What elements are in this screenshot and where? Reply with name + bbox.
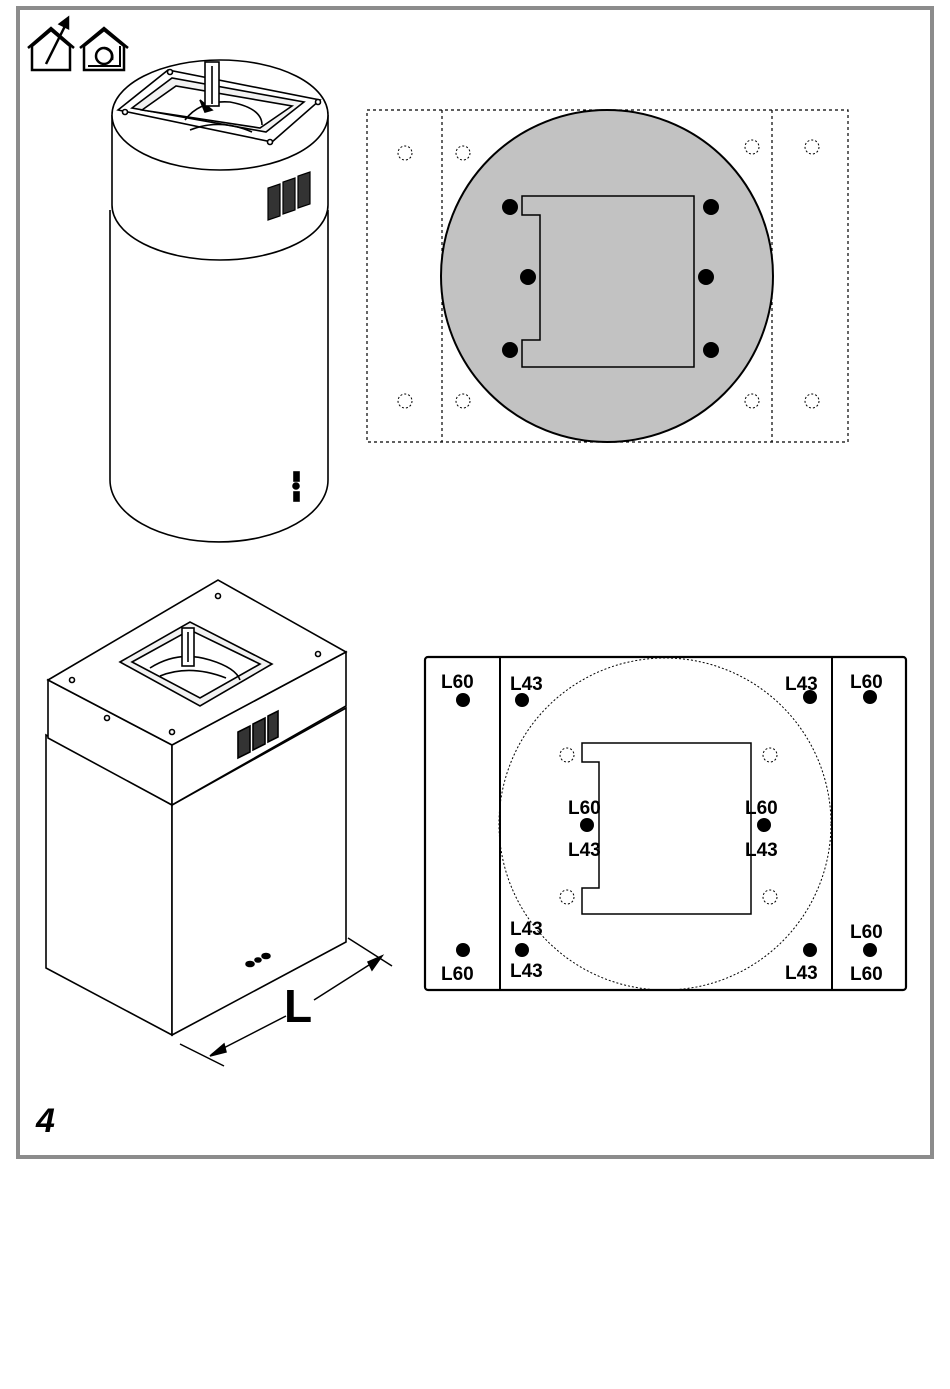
- box-hood-drawing: [46, 580, 346, 1035]
- hole-label: L60: [441, 964, 474, 985]
- hole-label: L60: [568, 798, 601, 819]
- cylinder-hood-drawing: [110, 60, 328, 542]
- hole-label: L43: [785, 674, 818, 695]
- hole-label: L60: [850, 922, 883, 943]
- hole-label: L43: [510, 674, 543, 695]
- dimension-l-label: L: [284, 980, 312, 1032]
- hole-label: L43: [510, 919, 543, 940]
- hole-label: L60: [850, 964, 883, 985]
- hole-label: L60: [441, 672, 474, 693]
- hole-label: L43: [745, 840, 778, 861]
- box-mounting-plate: [425, 657, 906, 990]
- hole-label: L43: [510, 961, 543, 982]
- figure-number: 4: [35, 1102, 55, 1140]
- hole-label: L60: [745, 798, 778, 819]
- cylinder-mounting-plate: [367, 110, 848, 442]
- hole-label: L43: [568, 840, 601, 861]
- hole-label: L43: [785, 963, 818, 984]
- house-recirculation-icon: [80, 28, 128, 70]
- house-exhaust-icon: [28, 18, 74, 70]
- hole-label: L60: [850, 672, 883, 693]
